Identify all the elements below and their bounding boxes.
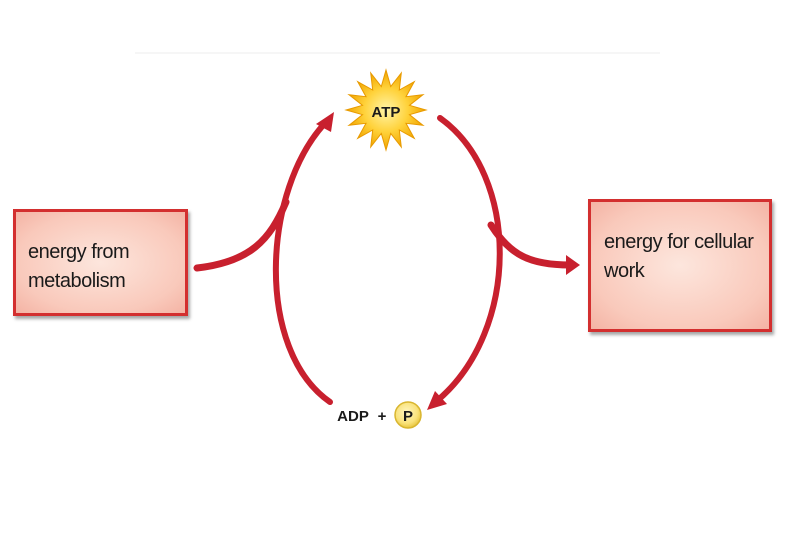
atp-starburst: ATP — [344, 68, 428, 152]
phosphate-circle — [394, 401, 422, 429]
right-box-line1: energy for cellular — [604, 231, 754, 253]
left-box-line1: energy from — [28, 241, 130, 263]
left-box-line2: metabolism — [28, 270, 126, 292]
energy-for-cellular-work-box: energy for cellular work — [588, 199, 772, 332]
right-cycle-arc — [435, 115, 503, 403]
arrowhead-to-adp — [427, 391, 447, 410]
input-energy-arrow — [193, 198, 290, 272]
plus-sign: + — [378, 408, 387, 425]
energy-from-metabolism-box: energy from metabolism — [13, 209, 188, 316]
right-box-line2: work — [604, 260, 645, 282]
output-energy-arrow — [487, 221, 574, 269]
phosphate-label: P — [403, 408, 413, 425]
arrowhead-to-atp — [316, 112, 334, 132]
left-cycle-arc — [272, 119, 333, 405]
arrowhead-to-work — [566, 255, 580, 275]
adp-label: ADP — [337, 408, 369, 425]
atp-label: ATP — [372, 104, 401, 121]
